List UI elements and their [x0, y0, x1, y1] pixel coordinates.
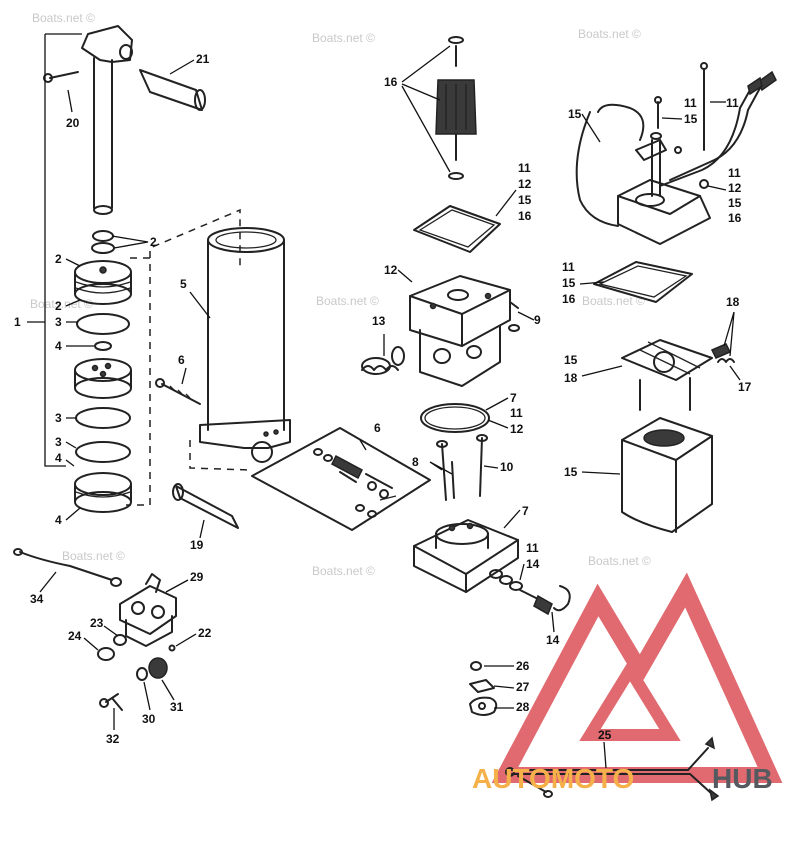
- watermark: Boats.net ©: [32, 11, 95, 25]
- label-16: 16: [518, 209, 532, 223]
- label-1: 1: [14, 315, 21, 329]
- label-2: 2: [150, 235, 157, 249]
- logo-mark: [491, 572, 783, 783]
- logo-wordmark: AUTOMOTO HUB: [472, 763, 773, 794]
- label-11: 11: [518, 161, 531, 175]
- label-22: 22: [198, 626, 212, 640]
- label-11: 11: [562, 260, 575, 274]
- watermark: Boats.net ©: [578, 27, 641, 41]
- label-18: 18: [726, 295, 740, 309]
- label-15: 15: [728, 196, 742, 210]
- label-11: 11: [726, 96, 739, 110]
- label-11: 11: [684, 96, 697, 110]
- label-19: 19: [190, 538, 204, 552]
- wire-harness: [505, 736, 720, 802]
- label-15: 15: [564, 353, 578, 367]
- watermark: Boats.net ©: [582, 294, 645, 308]
- label-28: 28: [516, 700, 530, 714]
- label-4: 4: [55, 451, 62, 465]
- label-15: 15: [684, 112, 698, 126]
- label-17: 17: [738, 380, 752, 394]
- motor-end-cap: [575, 62, 777, 303]
- valve-kit: [251, 427, 431, 531]
- pump-housing: [361, 275, 520, 501]
- logo-word-automoto: AUTOMOTO: [472, 763, 634, 794]
- label-10: 10: [500, 460, 514, 474]
- label-32: 32: [106, 732, 120, 746]
- watermark: Boats.net ©: [588, 554, 651, 568]
- clip-hardware: [469, 661, 498, 716]
- label-27: 27: [516, 680, 530, 694]
- pump-reservoir: [413, 519, 571, 616]
- label-3: 3: [55, 435, 62, 449]
- watermark: Boats.net ©: [62, 549, 125, 563]
- label-13: 13: [372, 314, 386, 328]
- motor-frame: [621, 339, 735, 533]
- label-18: 18: [564, 371, 578, 385]
- label-11: 11: [526, 541, 539, 555]
- label-16: 16: [562, 292, 576, 306]
- label-12: 12: [384, 263, 398, 277]
- label-15: 15: [564, 465, 578, 479]
- label-8: 8: [412, 455, 419, 469]
- label-29: 29: [190, 570, 204, 584]
- label-3: 3: [55, 411, 62, 425]
- label-9: 9: [534, 313, 541, 327]
- logo-word-hub: HUB: [712, 763, 773, 794]
- label-21: 21: [196, 52, 210, 66]
- label-5: 5: [180, 277, 187, 291]
- trim-rod-assembly: [43, 25, 206, 513]
- label-11: 11: [728, 166, 741, 180]
- label-16: 16: [384, 75, 398, 89]
- label-16: 16: [728, 211, 742, 225]
- label-4: 4: [55, 339, 62, 353]
- watermark: Boats.net ©: [312, 564, 375, 578]
- label-12: 12: [728, 181, 742, 195]
- label-11: 11: [510, 406, 523, 420]
- label-7: 7: [522, 504, 529, 518]
- label-14: 14: [546, 633, 560, 647]
- label-6: 6: [374, 421, 381, 435]
- label-30: 30: [142, 712, 156, 726]
- motor-armature: [413, 36, 501, 253]
- label-15: 15: [562, 276, 576, 290]
- part-labels: 1 2 2 2 3 3 3 4 4 4 5 6 6 7 7 8 9 10 11 …: [14, 52, 752, 746]
- switch-assembly: [13, 548, 177, 711]
- label-4: 4: [55, 513, 62, 527]
- label-31: 31: [170, 700, 184, 714]
- label-24: 24: [68, 629, 82, 643]
- watermark: Boats.net ©: [312, 31, 375, 45]
- label-2: 2: [55, 252, 62, 266]
- label-12: 12: [518, 177, 532, 191]
- label-6: 6: [178, 353, 185, 367]
- label-7: 7: [510, 391, 517, 405]
- trim-cylinder: [149, 208, 291, 529]
- label-23: 23: [90, 616, 104, 630]
- leader-lines: [27, 45, 741, 769]
- label-25: 25: [598, 728, 612, 742]
- label-14: 14: [526, 557, 540, 571]
- label-15: 15: [568, 107, 582, 121]
- label-26: 26: [516, 659, 530, 673]
- label-12: 12: [510, 422, 524, 436]
- label-20: 20: [66, 116, 80, 130]
- label-15: 15: [518, 193, 532, 207]
- label-2: 2: [55, 299, 62, 313]
- watermark: Boats.net ©: [316, 294, 379, 308]
- watermarks: Boats.net © Boats.net © Boats.net © Boat…: [30, 11, 651, 578]
- label-3: 3: [55, 315, 62, 329]
- label-34: 34: [30, 592, 44, 606]
